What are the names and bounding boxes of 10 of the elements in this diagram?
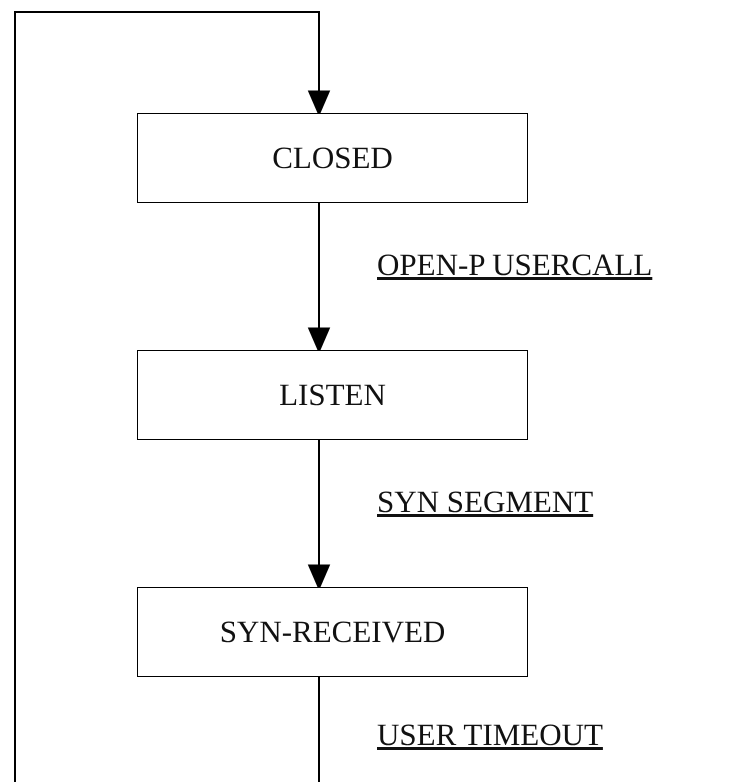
edge-label: SYN SEGMENT: [377, 484, 594, 520]
state-name: CLOSED: [272, 140, 393, 176]
state-box: [137, 113, 528, 203]
state-name: LISTEN: [279, 377, 386, 413]
state-box: [137, 350, 528, 440]
edge-label: OPEN-P USERCALL: [377, 246, 652, 282]
arrow: [14, 11, 330, 782]
state-box: [137, 587, 528, 677]
state-name: SYN-RECEIVED: [220, 614, 446, 650]
edge-label: USER TIMEOUT: [377, 716, 603, 753]
